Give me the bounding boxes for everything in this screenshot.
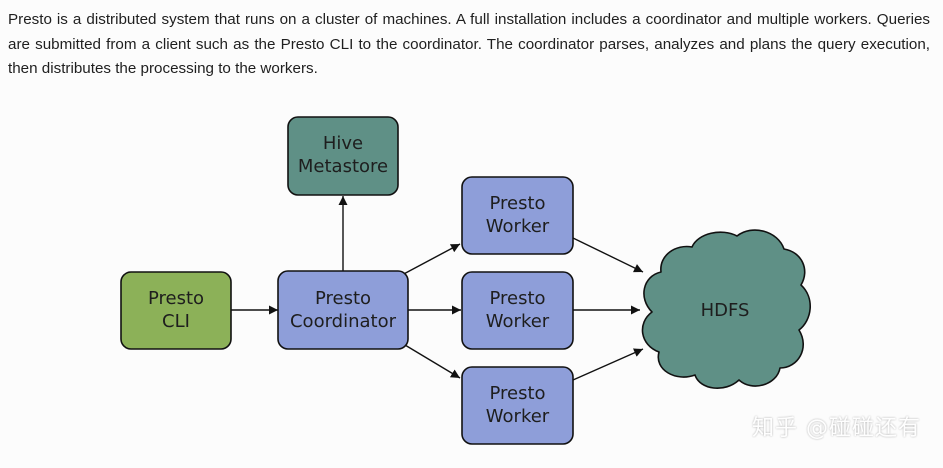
node-presto-worker-middle-box [461, 271, 574, 350]
edges [231, 196, 644, 381]
node-presto-cli: Presto CLI [120, 271, 232, 350]
edge-worker-top-to-hdfs [572, 237, 644, 273]
node-hdfs: HDFS [641, 229, 811, 389]
node-hdfs-label: HDFS [701, 300, 750, 321]
node-presto-coordinator-box [277, 270, 409, 350]
node-presto-cli-line1: Presto [148, 288, 204, 309]
node-presto-worker-top: Presto Worker [461, 176, 574, 255]
node-presto-worker-top-box [461, 176, 574, 255]
node-presto-coordinator: Presto Coordinator [277, 270, 409, 350]
edge-coordinator-to-worker-bottom [399, 341, 461, 379]
node-presto-worker-middle-line1: Presto [489, 288, 545, 309]
node-hive-metastore: Hive Metastore [287, 116, 399, 196]
node-presto-worker-middle-line2: Worker [486, 311, 550, 332]
node-hive-metastore-line1: Hive [323, 133, 363, 154]
node-hdfs-cloud [641, 229, 811, 389]
node-presto-cli-line2: CLI [162, 311, 190, 332]
node-presto-worker-top-line2: Worker [486, 216, 550, 237]
node-presto-worker-bottom-line2: Worker [486, 406, 550, 427]
node-presto-coordinator-line2: Coordinator [290, 311, 397, 332]
node-presto-cli-box [120, 271, 232, 350]
node-presto-coordinator-line1: Presto [315, 288, 371, 309]
node-presto-worker-bottom: Presto Worker [461, 366, 574, 445]
watermark-text: 知乎 @碰碰还有 [752, 416, 921, 441]
edge-coordinator-to-worker-top [399, 243, 461, 277]
node-hive-metastore-line2: Metastore [298, 156, 388, 177]
node-presto-worker-top-line1: Presto [489, 193, 545, 214]
node-presto-worker-middle: Presto Worker [461, 271, 574, 350]
node-hive-metastore-box [287, 116, 399, 196]
node-presto-worker-bottom-line1: Presto [489, 383, 545, 404]
edge-worker-bottom-to-hdfs [572, 348, 644, 381]
description-paragraph: Presto is a distributed system that runs… [8, 11, 930, 77]
node-presto-worker-bottom-box [461, 366, 574, 445]
